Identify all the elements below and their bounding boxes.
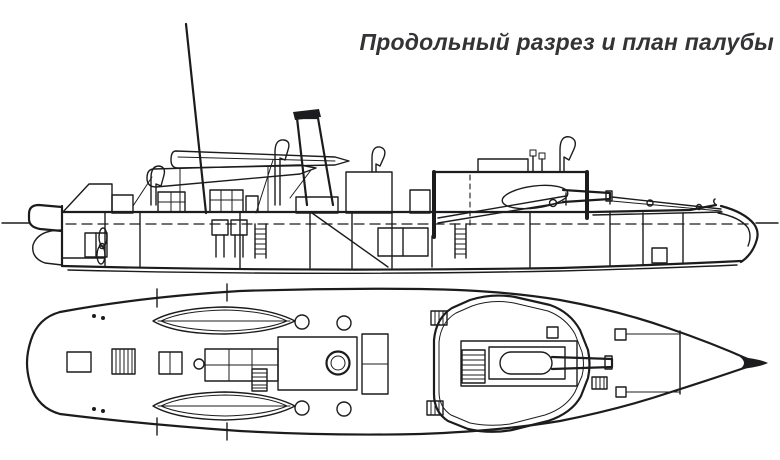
cowl-ventilator-aft bbox=[150, 165, 166, 206]
stern-bollards bbox=[92, 314, 105, 413]
boat-davit-ticks bbox=[156, 283, 228, 441]
cowl-ventilator-midship bbox=[371, 146, 386, 173]
bow-gun-side bbox=[437, 184, 613, 224]
twin-hatch bbox=[158, 351, 183, 375]
cowl-ventilator-barbette bbox=[559, 136, 577, 173]
companion-ladder-forward bbox=[454, 223, 467, 259]
foredeck-fittings bbox=[546, 326, 681, 398]
hull-profile bbox=[27, 198, 759, 274]
boat-port bbox=[152, 306, 296, 335]
figure-title: Продольный разрез и план палубы bbox=[359, 29, 774, 55]
funnel-base-plan bbox=[325, 350, 351, 376]
boat-starboard bbox=[152, 391, 296, 421]
barbette-gratings bbox=[426, 310, 608, 416]
aft-skylight bbox=[193, 348, 279, 382]
cowl-ventilator-funnel bbox=[274, 139, 312, 206]
below-deck-compartments bbox=[61, 212, 684, 269]
stern-grating bbox=[111, 348, 136, 375]
waterline bbox=[1, 222, 779, 225]
foredeck-spar bbox=[609, 192, 722, 212]
midship-deckhouse bbox=[345, 171, 431, 214]
two-pane-hatch bbox=[361, 333, 389, 395]
stern-hatch bbox=[66, 351, 92, 373]
deck-vent-circles bbox=[294, 314, 352, 417]
bow-gun-plan bbox=[460, 340, 614, 387]
companion-ladder-aft bbox=[254, 223, 267, 259]
engine-room-machinery bbox=[211, 219, 248, 258]
mast bbox=[184, 22, 208, 215]
deck-ladder-aft bbox=[251, 368, 268, 392]
barbette-ring bbox=[432, 294, 591, 433]
ram-bow-tip bbox=[740, 357, 768, 369]
deck-plan bbox=[25, 283, 768, 441]
side-view bbox=[1, 22, 779, 274]
aft-superstructure bbox=[61, 176, 259, 214]
funnel bbox=[293, 109, 339, 214]
deck-plan-hull bbox=[25, 287, 768, 436]
midship-deckhouse-plan bbox=[277, 336, 358, 391]
rudder bbox=[32, 229, 63, 266]
